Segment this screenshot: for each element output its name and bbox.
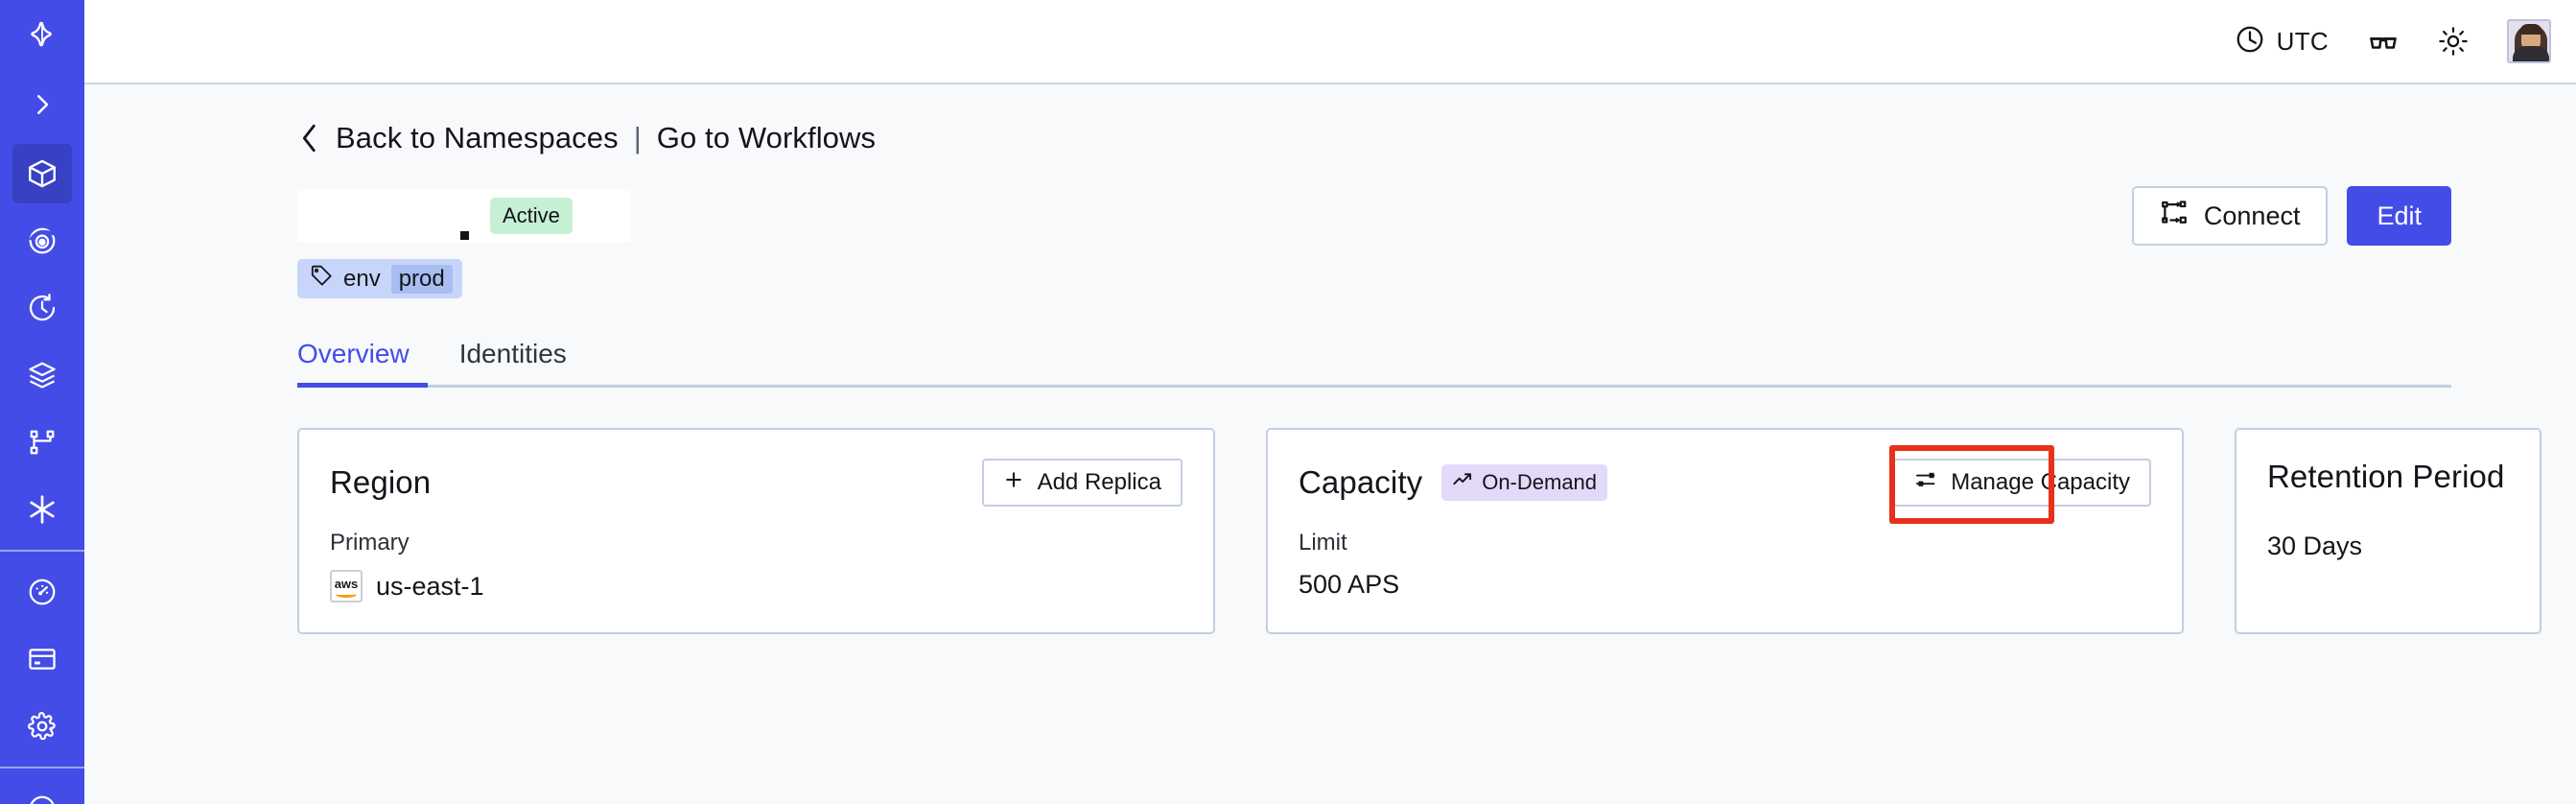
tag-icon: [310, 264, 333, 294]
page-title-row: Active: [297, 186, 2451, 246]
region-card-title: Region: [330, 464, 432, 500]
breadcrumb-back-link[interactable]: Back to Namespaces: [336, 121, 619, 154]
tab-bar: Overview Identities: [297, 339, 2451, 388]
edit-button-label: Edit: [2377, 201, 2422, 230]
manage-capacity-button[interactable]: Manage Capacity: [1893, 459, 2151, 507]
region-value-row: aws us-east-1: [330, 570, 1183, 603]
sidebar-item-workflows[interactable]: [12, 413, 72, 472]
sidebar-item-settings[interactable]: [12, 697, 72, 756]
region-card-action: Add Replica: [981, 459, 1183, 507]
region-card-header: Region Add Replica: [330, 459, 1183, 507]
page-actions: Connect Edit: [2131, 186, 2451, 246]
manage-capacity-label: Manage Capacity: [1951, 469, 2130, 495]
retention-value: 30 Days: [2267, 532, 2363, 560]
edit-button[interactable]: Edit: [2347, 186, 2451, 246]
glasses-icon[interactable]: [2367, 25, 2400, 58]
add-replica-button[interactable]: Add Replica: [981, 459, 1183, 507]
timezone-label: UTC: [2276, 26, 2329, 56]
breadcrumb-separator: |: [633, 121, 642, 154]
sidebar-item-usage[interactable]: [12, 562, 72, 622]
connect-button-label: Connect: [2203, 201, 2301, 230]
page-content: Back to Namespaces | Go to Workflows Act…: [84, 84, 2576, 804]
temporal-sparkle-logo-icon[interactable]: [12, 10, 72, 65]
overview-cards: Region Add Replica: [297, 428, 2541, 634]
retention-card: Retention Period 30 Days: [2235, 428, 2541, 634]
retention-card-title: Retention Period: [2267, 459, 2505, 494]
breadcrumb-workflows-link[interactable]: Go to Workflows: [656, 121, 877, 154]
breadcrumb: Back to Namespaces | Go to Workflows: [297, 121, 2451, 155]
tab-identities[interactable]: Identities: [458, 339, 567, 368]
region-primary-label: Primary: [330, 530, 410, 556]
avatar-body: [2513, 46, 2549, 61]
capacity-limit-label: Limit: [1299, 530, 1347, 556]
clock-icon: [2235, 24, 2265, 59]
avatar[interactable]: [2507, 19, 2551, 63]
namespace-tag[interactable]: env prod: [297, 259, 462, 298]
tab-overview[interactable]: Overview: [297, 339, 438, 385]
title-period-dot: [460, 230, 469, 240]
sidebar-item-observability[interactable]: [12, 211, 72, 271]
sidebar-item-nexus[interactable]: [12, 480, 72, 539]
sliders-icon: [1914, 468, 1937, 498]
retention-card-header: Retention Period: [2267, 459, 2509, 495]
add-replica-label: Add Replica: [1037, 469, 1161, 495]
timezone-selector[interactable]: UTC: [2235, 24, 2329, 59]
capacity-card-title: Capacity: [1299, 464, 1423, 500]
sidebar: [0, 0, 84, 804]
sidebar-item-help[interactable]: [12, 779, 72, 804]
avatar-hair-front: [2519, 24, 2542, 35]
top-bar-actions: UTC: [2235, 19, 2551, 63]
sidebar-item-layers[interactable]: [12, 345, 72, 405]
sun-icon[interactable]: [2438, 26, 2469, 57]
connect-button[interactable]: Connect: [2131, 186, 2329, 246]
region-card: Region Add Replica: [297, 428, 1215, 634]
connect-flow-icon: [2160, 199, 2189, 234]
region-value: us-east-1: [376, 571, 484, 601]
capacity-card-header: Capacity On-Demand: [1299, 459, 2151, 507]
capacity-card-action: Manage Capacity: [1893, 459, 2151, 507]
tag-key: env: [343, 265, 381, 292]
status-badge: Active: [490, 198, 573, 234]
chevron-left-icon[interactable]: [297, 122, 322, 154]
sidebar-item-expand[interactable]: [12, 75, 72, 134]
plus-icon: [1003, 469, 1024, 497]
capacity-card: Capacity On-Demand: [1266, 428, 2184, 634]
sidebar-item-namespaces[interactable]: [12, 144, 72, 203]
main-region: UTC: [84, 0, 2576, 804]
tag-value: prod: [390, 264, 453, 294]
capacity-limit-value: 500 APS: [1299, 570, 1400, 599]
capacity-mode-label: On-Demand: [1482, 469, 1598, 494]
top-bar: UTC: [84, 0, 2576, 84]
sidebar-divider-bottom: [0, 767, 84, 769]
sidebar-item-schedules[interactable]: [12, 278, 72, 338]
sidebar-item-billing[interactable]: [12, 629, 72, 689]
sidebar-divider-top: [0, 550, 84, 552]
trending-up-icon: [1452, 469, 1473, 495]
tag-row: env prod: [297, 259, 2451, 298]
aws-logo-icon: aws: [330, 570, 363, 603]
capacity-mode-badge: On-Demand: [1441, 464, 1608, 501]
